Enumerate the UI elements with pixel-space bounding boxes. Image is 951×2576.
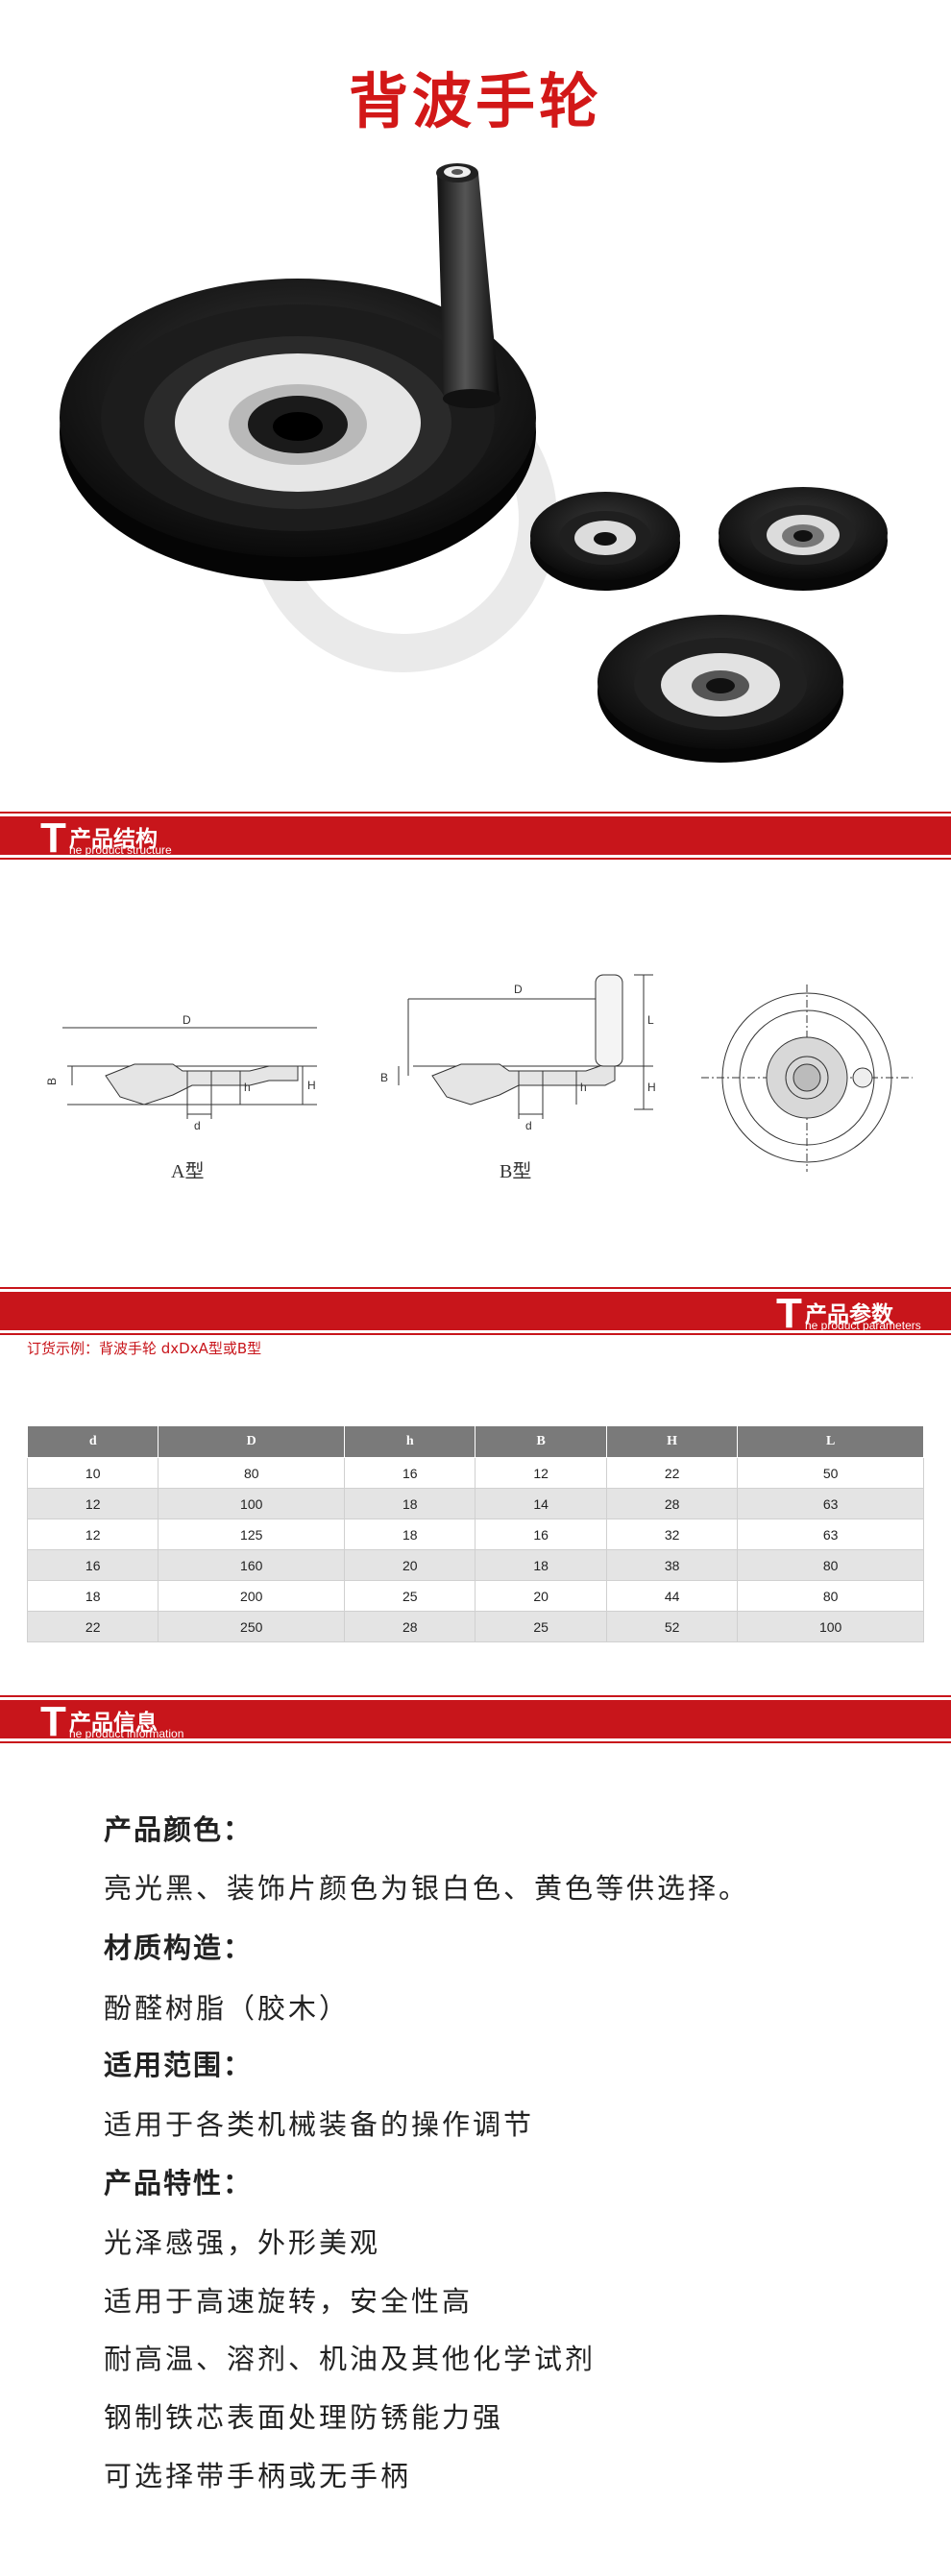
- table-cell: 18: [344, 1488, 476, 1519]
- col-header-B: B: [475, 1425, 607, 1458]
- structure-diagram: D B H h d A型 D L H h d B B型: [45, 974, 913, 1182]
- dim-H-b: H: [647, 1081, 656, 1094]
- col-header-h: h: [344, 1425, 476, 1458]
- table-cell: 12: [475, 1457, 607, 1489]
- small-wheel-image-1: [530, 492, 680, 591]
- type-b-label: B型: [500, 1160, 531, 1182]
- table-cell: 12: [26, 1519, 159, 1550]
- table-cell: 28: [344, 1611, 476, 1642]
- col-header-d: d: [26, 1425, 159, 1458]
- table-cell: 28: [605, 1488, 739, 1519]
- dim-d-b: d: [525, 1119, 532, 1132]
- table-cell: 32: [605, 1519, 739, 1550]
- order-example-note: 订货示例：背波手轮 dxDxA型或B型: [27, 1340, 262, 1357]
- col-header-L: L: [737, 1425, 924, 1458]
- color-text: 亮光黑、装饰片颜色为银白色、黄色等供选择。: [104, 1872, 750, 1905]
- table-row: 16 160 20 18 38 80: [26, 1549, 924, 1581]
- top-view-drawing: [701, 984, 913, 1172]
- table-cell: 16: [475, 1519, 607, 1550]
- table-cell: 125: [158, 1519, 346, 1550]
- banner-initial: T: [776, 1290, 802, 1337]
- table-cell: 80: [737, 1580, 924, 1612]
- dim-B-a: B: [45, 1078, 59, 1085]
- table-cell: 250: [158, 1611, 346, 1642]
- dim-d-a: d: [194, 1119, 201, 1132]
- table-cell: 16: [344, 1457, 476, 1489]
- feature-item: 可选择带手柄或无手柄: [104, 2460, 412, 2492]
- table-cell: 25: [344, 1580, 476, 1612]
- table-cell: 20: [344, 1549, 476, 1581]
- banner-subtitle: he product structure: [69, 843, 172, 857]
- dim-D-b: D: [514, 983, 523, 996]
- wheel-handle-image: [436, 163, 500, 408]
- type-a-drawing: [62, 1027, 317, 1119]
- banner-initial: T: [40, 1698, 66, 1745]
- table-cell: 25: [475, 1611, 607, 1642]
- banner-title: 产品参数: [805, 1302, 893, 1327]
- feature-item: 适用于高速旋转，安全性高: [104, 2285, 474, 2318]
- feature-item: 耐高温、溶剂、机油及其他化学试剂: [104, 2343, 597, 2375]
- banner-subtitle: he product parameters: [805, 1319, 921, 1332]
- table-cell: 50: [737, 1457, 924, 1489]
- section-banner-info: T 产品信息 he product information: [0, 1695, 951, 1743]
- col-header-D: D: [158, 1425, 346, 1458]
- col-header-H: H: [605, 1425, 739, 1458]
- table-cell: 14: [475, 1488, 607, 1519]
- scope-text: 适用于各类机械装备的操作调节: [104, 2108, 535, 2141]
- dim-L-b: L: [647, 1013, 654, 1027]
- material-heading: 材质构造：: [104, 1932, 254, 1964]
- banner-title: 产品结构: [69, 827, 158, 852]
- table-cell: 18: [344, 1519, 476, 1550]
- table-cell: 22: [605, 1457, 739, 1489]
- table-cell: 16: [26, 1549, 159, 1581]
- big-wheel-image: [60, 279, 536, 581]
- banner-subtitle: he product information: [69, 1727, 184, 1740]
- spec-table: d D h B H L 10 80 16 12 22 50 12 100 18 …: [26, 1425, 924, 1642]
- table-row: 10 80 16 12 22 50: [26, 1457, 924, 1489]
- color-heading: 产品颜色：: [104, 1813, 254, 1846]
- type-a-label: A型: [171, 1160, 204, 1182]
- section-banner-structure: T 产品结构 he product structure: [0, 812, 951, 860]
- table-cell: 63: [737, 1519, 924, 1550]
- medium-wheel-image: [597, 615, 843, 763]
- material-text: 酚醛树脂（胶木）: [104, 1992, 351, 2025]
- small-wheel-image-2: [719, 487, 888, 591]
- dim-H-a: H: [307, 1079, 316, 1092]
- table-cell: 12: [26, 1488, 159, 1519]
- table-cell: 100: [158, 1488, 346, 1519]
- table-cell: 52: [605, 1611, 739, 1642]
- table-row: 12 125 18 16 32 63: [26, 1519, 924, 1550]
- dim-h-b: h: [580, 1081, 587, 1094]
- banner-title: 产品信息: [69, 1711, 158, 1736]
- table-cell: 200: [158, 1580, 346, 1612]
- product-photo: [60, 163, 888, 763]
- table-row: 22 250 28 25 52 100: [26, 1611, 924, 1642]
- dim-D-a: D: [183, 1013, 191, 1027]
- table-cell: 44: [605, 1580, 739, 1612]
- dim-B-b: B: [380, 1071, 388, 1084]
- table-cell: 18: [26, 1580, 159, 1612]
- feature-item: 钢制铁芯表面处理防锈能力强: [104, 2401, 504, 2434]
- table-cell: 80: [158, 1457, 346, 1489]
- page-title: 背波手轮: [348, 66, 602, 136]
- feature-heading: 产品特性：: [104, 2167, 254, 2199]
- table-cell: 100: [737, 1611, 924, 1642]
- table-cell: 10: [26, 1457, 159, 1489]
- table-cell: 63: [737, 1488, 924, 1519]
- table-cell: 160: [158, 1549, 346, 1581]
- table-row: 12 100 18 14 28 63: [26, 1488, 924, 1519]
- table-header-row: d D h B H L: [26, 1425, 924, 1458]
- table-cell: 22: [26, 1611, 159, 1642]
- table-cell: 20: [475, 1580, 607, 1612]
- table-cell: 38: [605, 1549, 739, 1581]
- section-banner-parameters: T 产品参数 he product parameters: [0, 1287, 951, 1335]
- type-b-drawing: [398, 974, 653, 1119]
- dim-h-a: h: [244, 1081, 251, 1094]
- table-cell: 80: [737, 1549, 924, 1581]
- feature-item: 光泽感强，外形美观: [104, 2226, 381, 2259]
- table-cell: 18: [475, 1549, 607, 1581]
- scope-heading: 适用范围：: [104, 2049, 254, 2081]
- banner-initial: T: [40, 814, 66, 862]
- table-row: 18 200 25 20 44 80: [26, 1580, 924, 1612]
